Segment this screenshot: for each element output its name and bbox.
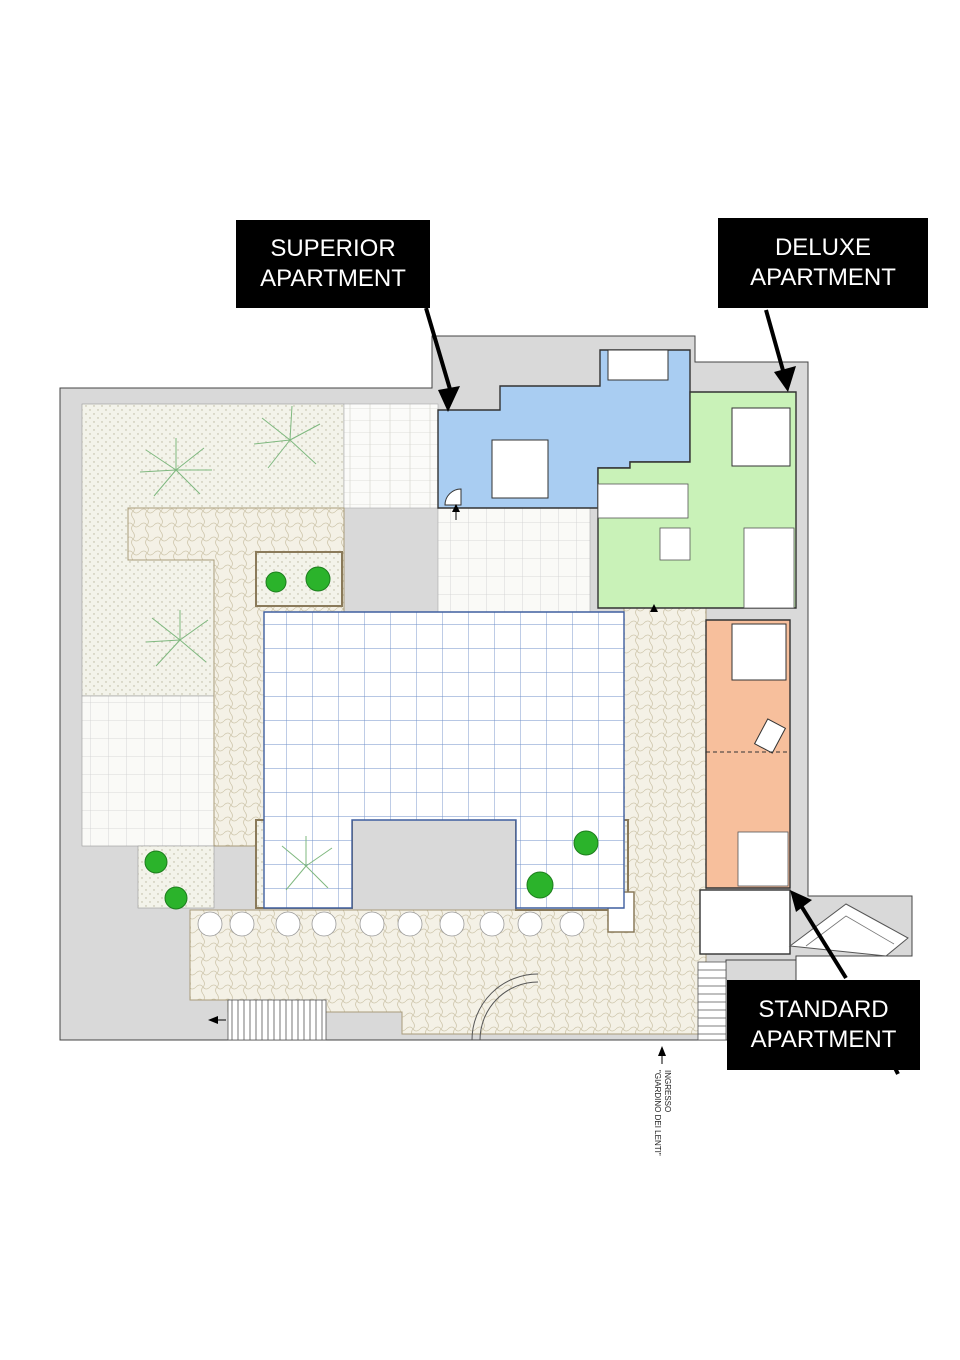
deluxe-apartment-label: DELUXE APARTMENT bbox=[718, 218, 928, 308]
trees bbox=[139, 405, 333, 891]
superior-label-line1: SUPERIOR bbox=[270, 235, 396, 262]
deluxe-label-line2: APARTMENT bbox=[750, 264, 896, 291]
tiled-terrace bbox=[81, 695, 215, 847]
standard-label-line1: STANDARD bbox=[758, 996, 889, 1023]
standard-apartment-label: STANDARD APARTMENT bbox=[727, 980, 920, 1070]
callout-arrows bbox=[424, 307, 900, 1075]
terrace bbox=[437, 507, 591, 613]
green-shrubs bbox=[144, 566, 599, 910]
bed bbox=[491, 439, 549, 499]
pool bbox=[263, 611, 625, 909]
deluxe-label-line1: DELUXE bbox=[774, 234, 872, 261]
deck bbox=[343, 403, 439, 509]
entrance-label-line2: "GIARDINO DEI LENTI" bbox=[653, 1070, 662, 1156]
entrance-label: INGRESSO "GIARDINO DEI LENTI" bbox=[653, 1070, 674, 1170]
stairs bbox=[227, 961, 727, 1041]
superior-label-line2: APARTMENT bbox=[260, 265, 406, 292]
shrub-row bbox=[197, 911, 585, 937]
entrance-label-line1: INGRESSO bbox=[663, 1070, 672, 1113]
entry-arrows bbox=[208, 504, 666, 1064]
standard-label-line2: APARTMENT bbox=[750, 1026, 897, 1053]
standard-apartment bbox=[705, 619, 791, 889]
superior-apartment-label: SUPERIOR APARTMENT bbox=[236, 220, 430, 308]
bed bbox=[731, 407, 791, 467]
bed bbox=[731, 623, 787, 681]
